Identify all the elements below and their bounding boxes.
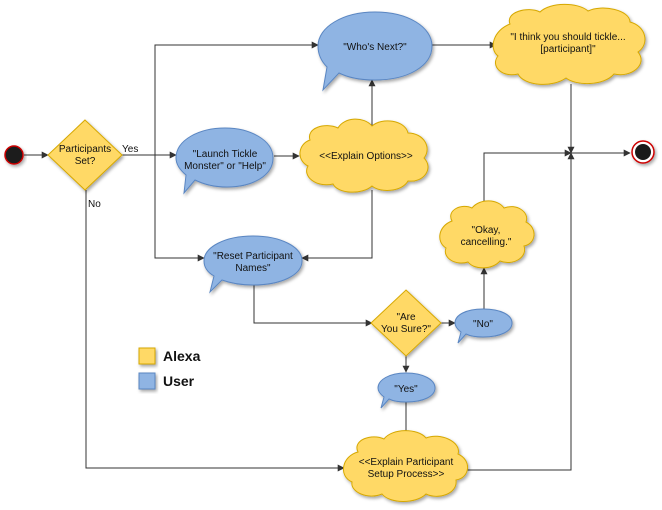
- edge-label-no: No: [88, 199, 101, 210]
- user-bubble-reset: "Reset Participant Names": [203, 235, 303, 294]
- setup-line-1: <<Explain Participant: [359, 457, 454, 468]
- decision-are-you-sure: "Are You Sure?": [370, 289, 442, 357]
- sure-line-1: "Are: [396, 312, 416, 323]
- no-user-label: "No": [473, 319, 493, 330]
- user-bubble-no: "No": [454, 308, 513, 344]
- yes-user-label: "Yes": [394, 384, 418, 395]
- tickle-line-1: "I think you should tickle...: [510, 32, 625, 43]
- user-bubble-launch: "Launch Tickle Monster" or "Help": [175, 127, 274, 195]
- edge-reset-to-sure: [253, 278, 373, 327]
- tickle-line-2: [participant]": [540, 44, 596, 55]
- reset-line-2: Names": [235, 263, 271, 274]
- user-bubble-whos-next: "Who's Next?": [317, 11, 433, 92]
- explain-options-label: <<Explain Options>>: [319, 151, 413, 162]
- decision-participants-set: Participants Set?: [47, 119, 123, 191]
- edge-options-to-reset: [301, 190, 373, 262]
- alexa-cloud-cancelling: "Okay, cancelling.": [439, 200, 535, 269]
- cancelling-line-2: cancelling.": [461, 237, 512, 248]
- launch-line-1: "Launch Tickle: [193, 149, 258, 160]
- edge-cancelling-to-join: [483, 149, 572, 208]
- end-node: [631, 140, 655, 164]
- sure-line-2: You Sure?": [381, 324, 431, 335]
- cancelling-line-1: "Okay,: [472, 225, 501, 236]
- alexa-cloud-tickle: "I think you should tickle... [participa…: [492, 3, 646, 85]
- whos-next-label: "Who's Next?": [343, 42, 407, 53]
- edge-label-yes: Yes: [122, 144, 138, 155]
- alexa-cloud-setup-process: <<Explain Participant Setup Process>>: [343, 430, 468, 502]
- legend-alexa-swatch: [138, 347, 156, 365]
- alexa-cloud-explain-options: <<Explain Options>>: [299, 118, 429, 193]
- setup-line-2: Setup Process>>: [368, 469, 445, 480]
- start-node: [4, 145, 24, 165]
- decision-participants-line-1: Participants: [59, 144, 111, 155]
- launch-line-2: Monster" or "Help": [184, 161, 266, 172]
- user-bubble-yes: "Yes": [377, 372, 436, 409]
- edge-setup-to-join: [462, 152, 575, 471]
- edge-no-to-setup: [85, 190, 345, 472]
- edge-to-whos-next: [154, 41, 319, 155]
- legend-user-swatch: [138, 372, 156, 390]
- reset-line-1: "Reset Participant: [213, 251, 293, 262]
- legend-user-label: User: [163, 373, 195, 389]
- edges: [24, 41, 631, 472]
- decision-participants-line-2: Set?: [75, 156, 96, 167]
- edge-to-reset: [154, 155, 205, 262]
- legend-alexa-label: Alexa: [163, 348, 201, 364]
- legend: Alexa User: [138, 347, 201, 390]
